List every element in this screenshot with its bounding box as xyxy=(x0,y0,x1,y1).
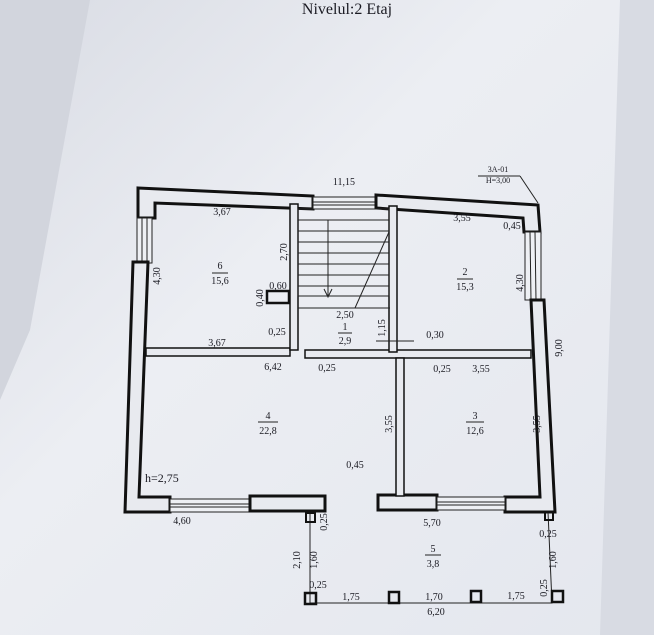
paper-edge xyxy=(0,0,90,400)
paper-edge-right xyxy=(600,0,654,635)
room-6-number: 6 xyxy=(218,261,223,272)
room-labels: 6 15,6 2 15,3 1 2,9 4 22,8 3 12,6 5 3,8 … xyxy=(145,261,484,570)
room-2-number: 2 xyxy=(463,267,468,278)
dimension-label: 3,67 xyxy=(208,338,226,349)
dimension-label: 0,25 xyxy=(319,513,330,531)
plan-title: Nivelul:2 Etaj xyxy=(302,1,392,18)
dimension-label: 11,15 xyxy=(333,177,355,188)
dimension-label: 1,75 xyxy=(342,592,360,603)
dimension-label: 4,60 xyxy=(173,516,191,527)
dimension-label: 3,55 xyxy=(453,213,471,224)
dimension-label: 0,25 xyxy=(318,363,336,374)
dimension-label: 0,45 xyxy=(346,460,364,471)
dimension-label: 4,30 xyxy=(152,267,163,285)
dimension-label: 0,60 xyxy=(269,281,287,292)
dimension-label: 1,60 xyxy=(309,551,320,569)
dimension-label: 0,45 xyxy=(503,221,521,232)
dimension-label: 3,55 xyxy=(384,415,395,433)
dimension-label: 3,67 xyxy=(213,207,231,218)
dimension-label: 0,25 xyxy=(268,327,286,338)
dimension-label: 2,50 xyxy=(336,310,354,321)
ceiling-height: h=2,75 xyxy=(145,471,179,485)
dimension-label: 1,70 xyxy=(425,592,443,603)
room-6-area: 15,6 xyxy=(211,276,229,287)
dimension-label: 6,42 xyxy=(264,362,282,373)
room-1-area: 2,9 xyxy=(339,336,352,347)
dimension-label: 0,30 xyxy=(426,330,444,341)
dimension-label: 3,55 xyxy=(472,364,490,375)
dimension-label: 1,75 xyxy=(507,591,525,602)
dimension-label: 0,25 xyxy=(539,529,557,540)
room-3-number: 3 xyxy=(473,411,478,422)
dimension-labels: 11,15 3,67 3,55 0,45 4,30 4,30 9,00 2,70… xyxy=(152,177,565,618)
porch xyxy=(303,511,565,606)
room-4-area: 22,8 xyxy=(259,426,277,437)
walls xyxy=(123,186,557,514)
room-3-area: 12,6 xyxy=(466,426,484,437)
dimension-label: 2,70 xyxy=(279,243,290,261)
dimension-label: 1,60 xyxy=(548,551,559,569)
stamp-height: H=3,00 xyxy=(486,176,510,185)
dimension-label: 9,00 xyxy=(554,339,565,357)
dimension-label: 3,55 xyxy=(532,415,543,433)
dimension-label: 6,20 xyxy=(427,607,445,618)
niche xyxy=(265,289,291,305)
staircase xyxy=(297,208,390,309)
dimension-label: 2,10 xyxy=(292,551,303,569)
stamp-code: 3A-01 xyxy=(488,165,508,174)
room-5-area: 3,8 xyxy=(427,559,440,570)
dimension-label: 0,25 xyxy=(433,364,451,375)
room-5-number: 5 xyxy=(431,544,436,555)
dimension-label: 0,40 xyxy=(255,289,266,307)
dimension-label: 0,25 xyxy=(539,579,550,597)
dimension-label: 0,25 xyxy=(309,580,327,591)
dimension-label: 4,30 xyxy=(515,274,526,292)
dimension-label: 5,70 xyxy=(423,518,441,529)
room-1-number: 1 xyxy=(343,322,348,333)
room-2-area: 15,3 xyxy=(456,282,474,293)
room-4-number: 4 xyxy=(266,411,271,422)
dimension-label: 1,15 xyxy=(377,319,388,337)
